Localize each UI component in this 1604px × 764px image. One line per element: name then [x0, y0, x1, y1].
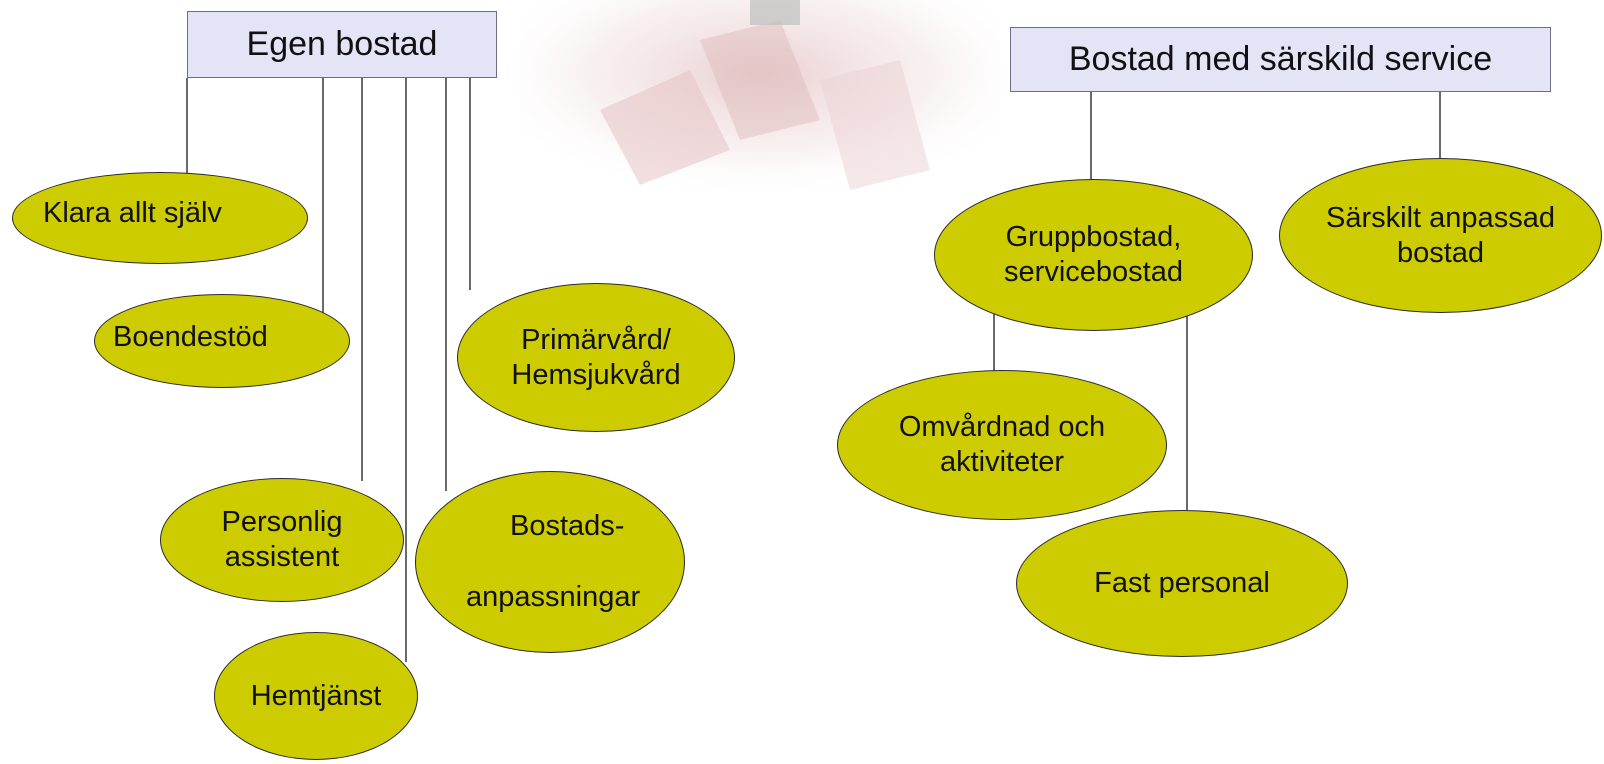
node-klara-allt-sjalv: Klara allt själv [12, 172, 308, 264]
node-primarvard-hemsjukvard-line2: Hemsjukvård [511, 358, 681, 391]
node-personlig-assistent: Personlig assistent [160, 478, 404, 602]
node-sarskilt-line1: Särskilt anpassad [1326, 201, 1555, 234]
node-fast-personal-label: Fast personal [1094, 567, 1270, 600]
node-boendestod-label: Boendestöd [113, 320, 268, 353]
node-hemtjanst-label: Hemtjänst [250, 679, 382, 712]
node-hemtjanst: Hemtjänst [214, 632, 418, 760]
node-fast-personal: Fast personal [1016, 510, 1348, 657]
node-gruppbostad-line2: servicebostad [1004, 256, 1183, 288]
header-egen-bostad: Egen bostad [187, 11, 497, 78]
node-primarvard-hemsjukvard-line1: Primärvård/ [521, 323, 671, 356]
node-bostadsanpassningar-line2: anpassningar [466, 581, 641, 613]
node-boendestod: Boendestöd [94, 294, 350, 388]
node-personlig-assistent-line1: Personlig [221, 506, 343, 539]
node-klara-allt-sjalv-label: Klara allt själv [43, 196, 222, 229]
node-primarvard-hemsjukvard: Primärvård/ Hemsjukvård [457, 283, 735, 432]
node-gruppbostad-servicebostad: Gruppbostad, servicebostad [934, 179, 1253, 331]
node-omvardnad-och-aktiviteter: Omvårdnad och aktiviteter [837, 370, 1167, 520]
node-personlig-assistent-line2: assistent [224, 541, 340, 573]
header-egen-bostad-label: Egen bostad [246, 25, 438, 63]
node-sarskilt-line2: bostad [1396, 236, 1485, 269]
header-bostad-med-sarskild-service: Bostad med särskild service [1010, 27, 1551, 92]
node-bostadsanpassningar-line1: Bostads- [510, 510, 625, 543]
node-bostadsanpassningar: Bostads- anpassningar [415, 471, 685, 653]
header-bostad-med-sarskild-service-label: Bostad med särskild service [1068, 40, 1493, 78]
node-sarskilt-anpassad-bostad: Särskilt anpassad bostad [1279, 158, 1602, 313]
node-omvardnad-line2: aktiviteter [939, 446, 1065, 478]
node-gruppbostad-line1: Gruppbostad, [1005, 221, 1182, 254]
node-omvardnad-line1: Omvårdnad och [898, 411, 1106, 444]
